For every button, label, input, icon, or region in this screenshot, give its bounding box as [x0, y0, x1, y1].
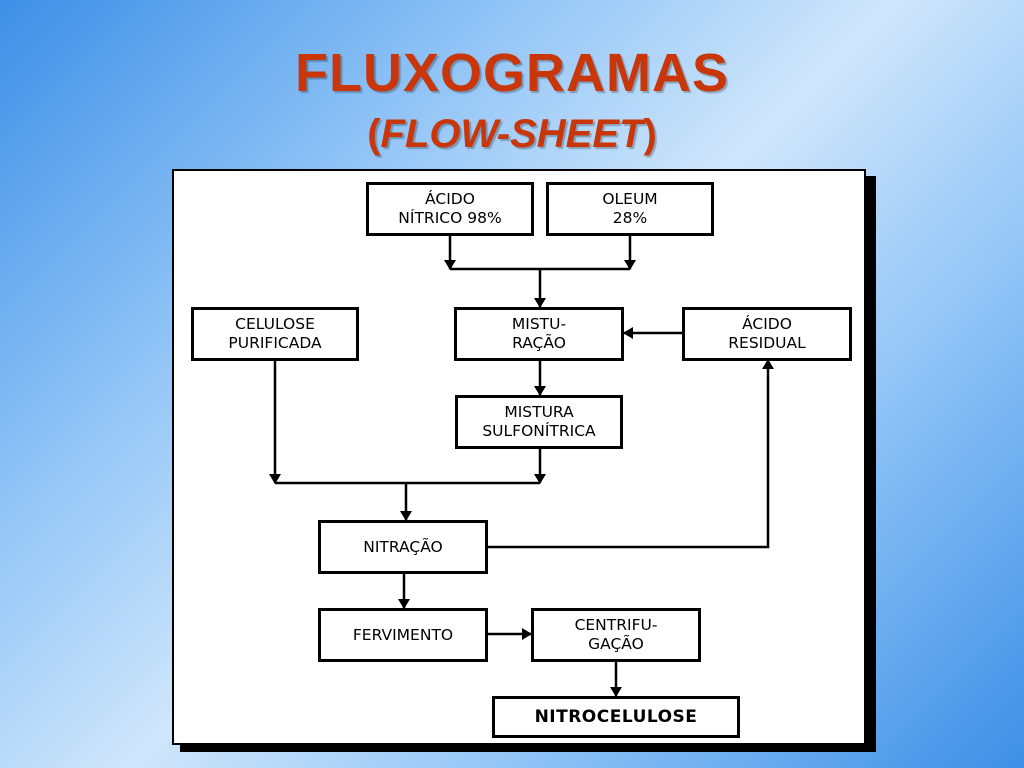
node-celulose-purificada: CELULOSE PURIFICADA: [191, 307, 359, 361]
node-oleum: OLEUM 28%: [546, 182, 714, 236]
edge-nitracao-to-residual: [487, 359, 774, 549]
node-fervimento: FERVIMENTO: [318, 608, 488, 662]
subtitle-italic: FLOW-SHEET: [380, 112, 644, 156]
node-nitrocelulose: NITROCELULOSE: [492, 696, 740, 738]
diagram-panel: ÁCIDO NÍTRICO 98% OLEUM 28% CELULOSE PUR…: [172, 169, 866, 745]
subtitle-close: ): [643, 112, 657, 156]
subtitle-open: (: [367, 112, 381, 156]
node-mistu-racao: MISTU- RAÇÃO: [454, 307, 624, 361]
page-subtitle: (FLOW-SHEET): [0, 110, 1024, 158]
node-acido-residual: ÁCIDO RESIDUAL: [682, 307, 852, 361]
node-acido-nitrico: ÁCIDO NÍTRICO 98%: [366, 182, 534, 236]
node-centrifugacao: CENTRIFU- GAÇÃO: [531, 608, 701, 662]
node-mistura-sulfonitrica: MISTURA SULFONÍTRICA: [455, 395, 623, 449]
node-nitracao: NITRAÇÃO: [318, 520, 488, 574]
flow-connectors: [269, 235, 774, 697]
page-title: FLUXOGRAMAS: [295, 43, 729, 103]
